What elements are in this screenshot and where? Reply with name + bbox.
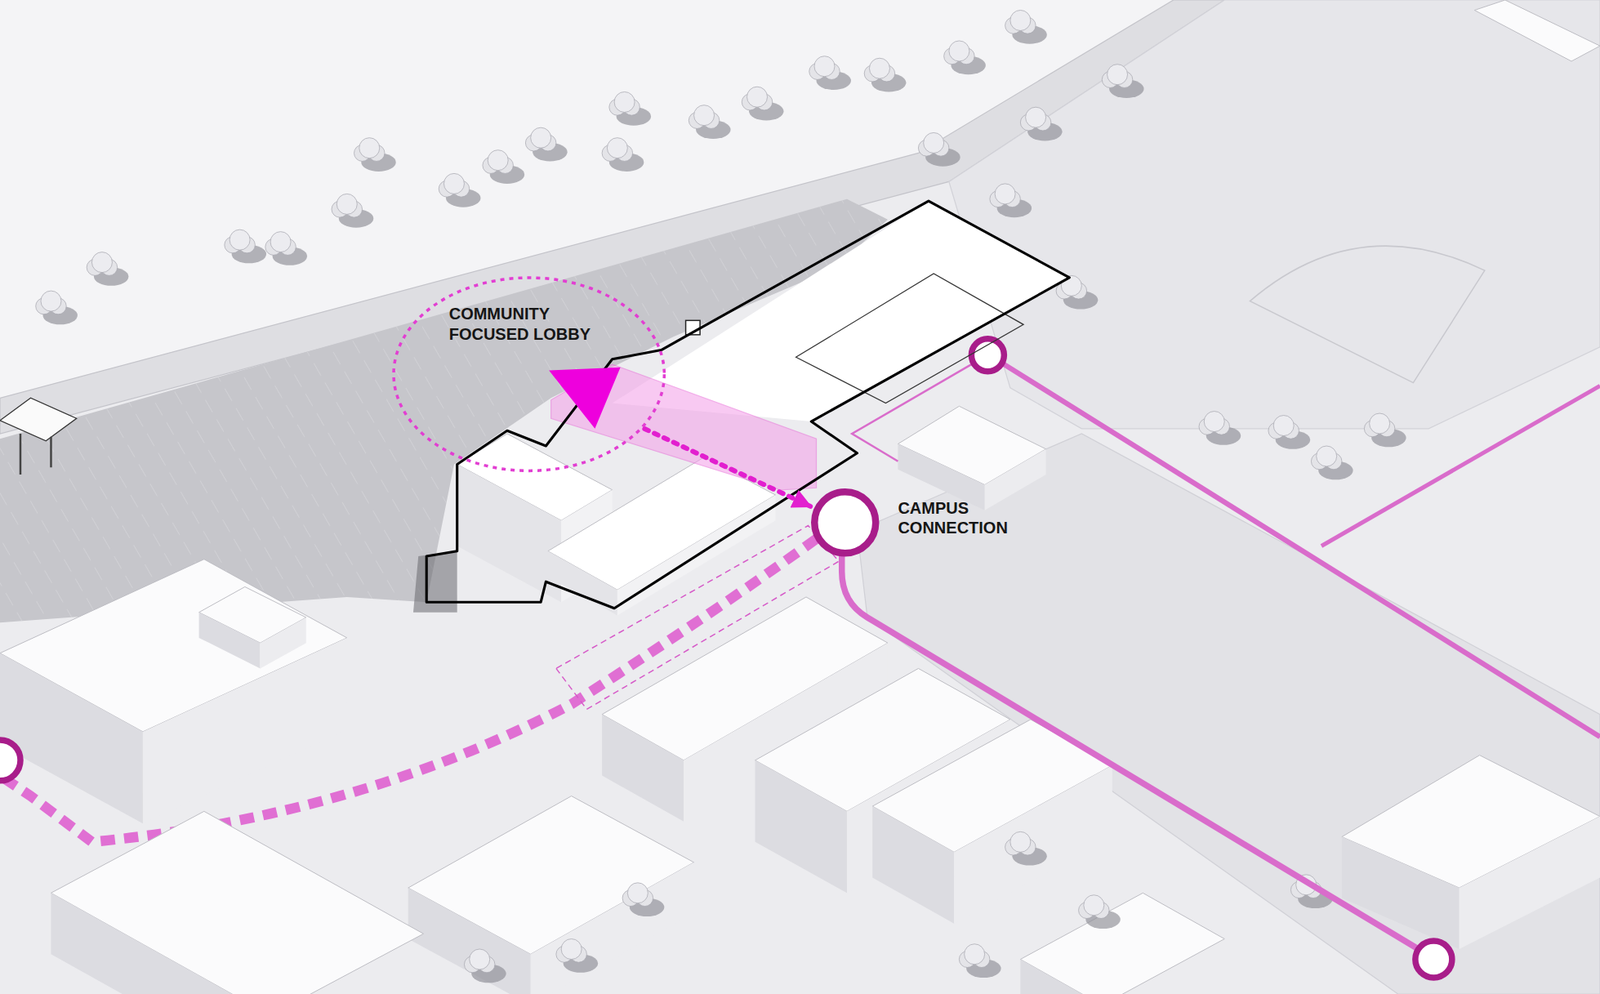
tree [1005, 831, 1048, 865]
building-side [1459, 816, 1600, 950]
building-side [530, 862, 695, 994]
tree [609, 91, 651, 125]
rotation-arrowhead [548, 367, 620, 429]
building-side [50, 892, 271, 994]
tree [1005, 9, 1048, 44]
building-top [1474, 0, 1600, 62]
tree [1198, 411, 1241, 446]
tree [463, 949, 506, 983]
stop-marker [0, 739, 21, 781]
tree [354, 138, 397, 172]
shelter-post [19, 433, 22, 475]
building-side [0, 653, 143, 825]
tree [438, 173, 481, 207]
baseball-diamond [1249, 245, 1485, 383]
building-side [984, 449, 1047, 511]
tree [1101, 64, 1144, 99]
building-side [142, 637, 348, 824]
tree [741, 86, 784, 121]
tree [265, 231, 308, 266]
shelter-roof [0, 397, 77, 441]
tree [1363, 413, 1406, 447]
building-side [601, 714, 684, 822]
ball-field [949, 0, 1600, 429]
tree [1310, 445, 1353, 480]
tree [224, 229, 267, 263]
building-side [260, 617, 307, 669]
tree [1268, 415, 1311, 450]
connection-ring [814, 491, 876, 553]
tree [622, 882, 665, 917]
dotted-arrow [644, 428, 811, 507]
building-top [612, 200, 1070, 422]
tree [86, 252, 129, 286]
tree [331, 193, 374, 228]
dashed-ellipse [393, 277, 665, 471]
tree [556, 939, 598, 973]
connection-node: CAMPUS CONNECTION [809, 486, 1058, 558]
tree [809, 56, 852, 90]
stop-marker [1415, 940, 1453, 978]
focus-area: COMMUNITY FOCUSED LOBBY [391, 275, 667, 473]
tree [601, 138, 644, 172]
node-label: CAMPUS CONNECTION [897, 498, 1051, 539]
building-side [1341, 837, 1460, 950]
tree [688, 105, 731, 139]
campus-path [1003, 364, 1600, 737]
campus-path [842, 551, 1419, 950]
campus-path [1321, 385, 1600, 546]
building-side [199, 612, 261, 669]
project-outline [426, 200, 1070, 609]
building-side [872, 806, 954, 924]
tree [864, 57, 906, 92]
tree [1078, 895, 1121, 929]
stop-marker [971, 338, 1004, 372]
tree [1020, 106, 1062, 141]
tree [944, 40, 986, 75]
roof-outline [796, 273, 1025, 404]
building-side [1020, 959, 1102, 994]
tree [482, 150, 525, 184]
shelter-post [49, 436, 52, 468]
building-side [755, 760, 847, 893]
tree [35, 290, 78, 325]
node-label: COMMUNITY FOCUSED LOBBY [449, 303, 605, 344]
tree [989, 183, 1032, 218]
tree [958, 944, 1001, 978]
building-side [408, 887, 531, 994]
tree [525, 127, 567, 161]
tree [918, 132, 960, 166]
